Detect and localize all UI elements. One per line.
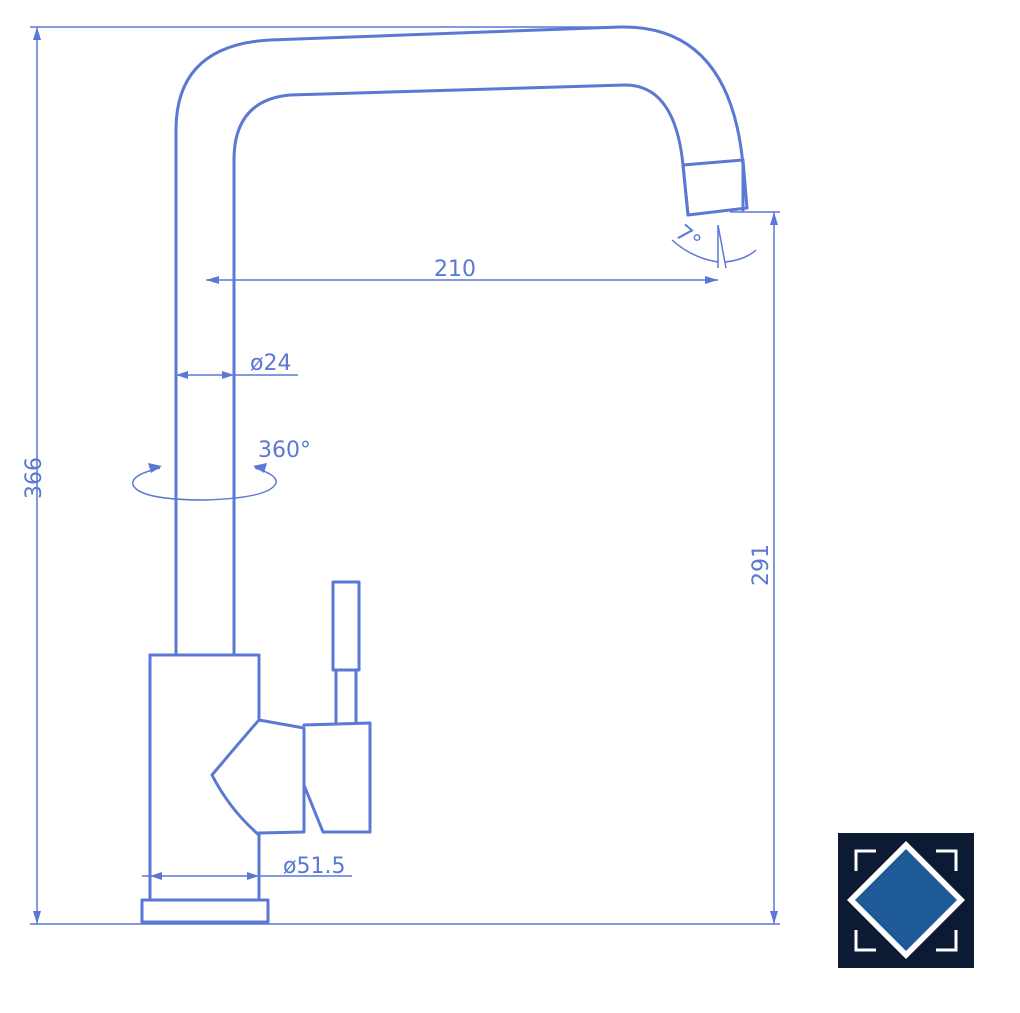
spout-height-label: 291 (749, 544, 774, 586)
spout-reach-label: 210 (434, 257, 476, 282)
dimension-lines (30, 26, 780, 925)
spout-angle-label: 7° (670, 220, 705, 255)
brand-logo (838, 833, 974, 968)
total-height-label: 366 (22, 457, 47, 499)
base-diameter-label: ø51.5 (283, 854, 345, 879)
diamond-frame-logo-icon (847, 841, 965, 959)
rotation-label: 360° (258, 438, 311, 463)
faucet-outline (140, 25, 749, 924)
pipe-diameter-label: ø24 (250, 351, 291, 376)
